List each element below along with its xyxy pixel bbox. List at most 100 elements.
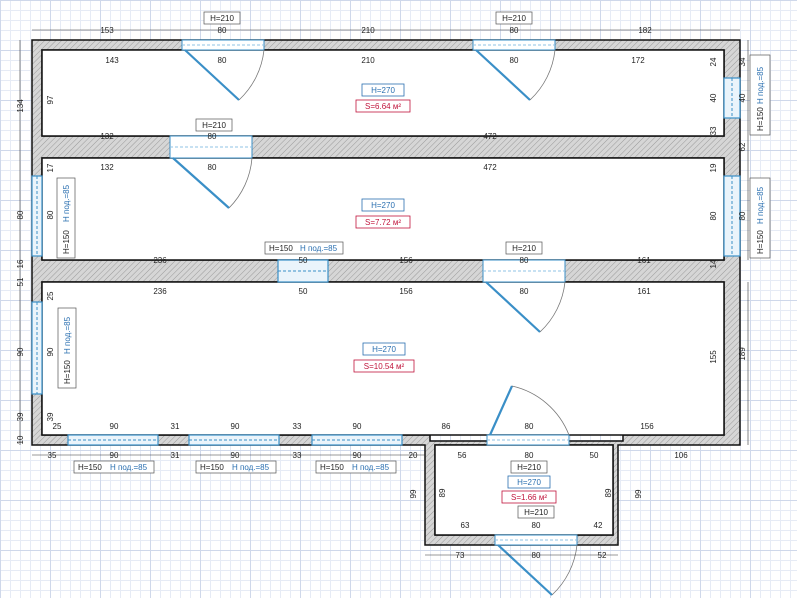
svg-text:H под.=85: H под.=85: [756, 66, 765, 104]
svg-text:99: 99: [634, 489, 643, 498]
door-leaf-4: [485, 281, 541, 333]
svg-text:80: 80: [510, 56, 519, 65]
svg-text:16: 16: [16, 259, 25, 268]
svg-text:236: 236: [153, 287, 167, 296]
svg-text:H=150: H=150: [200, 463, 224, 472]
svg-text:90: 90: [231, 451, 240, 460]
svg-text:17: 17: [46, 163, 55, 172]
svg-text:89: 89: [604, 488, 613, 497]
window-label-bottom-3: H=150 H под.=85: [315, 460, 397, 474]
svg-text:H=270: H=270: [517, 478, 541, 487]
room-floors: [41, 49, 725, 536]
svg-text:H=210: H=210: [210, 14, 234, 23]
svg-text:40: 40: [738, 93, 747, 102]
svg-text:161: 161: [637, 287, 651, 296]
svg-text:S=6.64 м²: S=6.64 м²: [365, 102, 401, 111]
svg-text:H под.=85: H под.=85: [232, 463, 270, 472]
svg-text:H=210: H=210: [512, 244, 536, 253]
svg-text:H=150: H=150: [756, 107, 765, 131]
svg-text:80: 80: [738, 211, 747, 220]
svg-text:25: 25: [46, 291, 55, 300]
svg-text:19: 19: [709, 163, 718, 172]
svg-text:90: 90: [353, 451, 362, 460]
svg-text:33: 33: [709, 126, 718, 135]
svg-text:106: 106: [674, 451, 688, 460]
door-leaf-2: [475, 49, 531, 101]
svg-text:H под.=85: H под.=85: [63, 316, 72, 354]
svg-text:155: 155: [709, 350, 718, 364]
svg-text:H=150: H=150: [269, 244, 293, 253]
svg-text:40: 40: [709, 93, 718, 102]
svg-text:210: 210: [361, 56, 375, 65]
window-label-bottom-1: H=150 H под.=85: [73, 460, 155, 474]
door-leaf-5: [488, 385, 514, 436]
svg-text:90: 90: [110, 422, 119, 431]
svg-text:H=270: H=270: [372, 345, 396, 354]
svg-text:134: 134: [16, 99, 25, 113]
svg-text:90: 90: [46, 347, 55, 356]
window-labels: H=150 H под.=85 H=150 H под.=85 H=150 H …: [56, 54, 771, 474]
svg-text:H=150: H=150: [62, 230, 71, 254]
svg-text:10: 10: [16, 435, 25, 444]
svg-text:31: 31: [171, 422, 180, 431]
svg-text:H=210: H=210: [502, 14, 526, 23]
svg-text:80: 80: [532, 521, 541, 530]
svg-text:90: 90: [231, 422, 240, 431]
svg-text:80: 80: [520, 287, 529, 296]
door-leaf-3: [172, 157, 230, 209]
svg-text:97: 97: [46, 95, 55, 104]
svg-text:80: 80: [208, 132, 217, 141]
svg-text:161: 161: [637, 256, 651, 265]
room-labels: H=270 S=6.64 м² H=270 S=7.72 м² H=270 S=…: [353, 83, 557, 504]
svg-text:S=1.66 м²: S=1.66 м²: [511, 493, 547, 502]
svg-text:80: 80: [532, 551, 541, 560]
svg-text:80: 80: [520, 256, 529, 265]
svg-text:H=150: H=150: [756, 230, 765, 254]
dimension-texts: 153 80 210 80 182 143 80 210 80 172 132 …: [16, 26, 747, 560]
svg-text:236: 236: [153, 256, 167, 265]
svg-text:73: 73: [456, 551, 465, 560]
svg-text:33: 33: [293, 422, 302, 431]
room-3-floor: [41, 281, 725, 436]
svg-text:86: 86: [442, 422, 451, 431]
svg-text:210: 210: [361, 26, 375, 35]
svg-text:H=150: H=150: [320, 463, 344, 472]
svg-text:H=270: H=270: [371, 86, 395, 95]
svg-text:99: 99: [409, 489, 418, 498]
svg-text:80: 80: [46, 210, 55, 219]
svg-text:80: 80: [16, 210, 25, 219]
svg-text:80: 80: [709, 211, 718, 220]
svg-text:50: 50: [299, 287, 308, 296]
svg-text:143: 143: [105, 56, 119, 65]
svg-text:H под.=85: H под.=85: [756, 186, 765, 224]
doors: [169, 39, 578, 596]
svg-text:H=210: H=210: [524, 508, 548, 517]
svg-text:132: 132: [100, 132, 114, 141]
svg-text:156: 156: [640, 422, 654, 431]
room-1-label: H=270 S=6.64 м²: [355, 83, 411, 113]
window-label-right-2: H=150 H под.=85: [749, 177, 771, 259]
svg-text:24: 24: [709, 57, 718, 66]
svg-text:50: 50: [590, 451, 599, 460]
svg-text:35: 35: [48, 451, 57, 460]
svg-text:62: 62: [738, 142, 747, 151]
svg-text:156: 156: [399, 287, 413, 296]
svg-text:89: 89: [438, 488, 447, 497]
room-4-label: H=270 S=1.66 м²: [501, 475, 557, 504]
svg-text:189: 189: [738, 347, 747, 361]
svg-text:80: 80: [218, 26, 227, 35]
svg-text:39: 39: [46, 412, 55, 421]
svg-text:H под.=85: H под.=85: [62, 184, 71, 222]
svg-text:42: 42: [594, 521, 603, 530]
window-label-top-mid: H=150 H под.=85: [264, 241, 344, 255]
svg-text:80: 80: [218, 56, 227, 65]
svg-text:90: 90: [16, 347, 25, 356]
svg-text:H под.=85: H под.=85: [300, 244, 338, 253]
svg-text:S=10.54 м²: S=10.54 м²: [364, 362, 405, 371]
window-label-bottom-2: H=150 H под.=85: [195, 460, 277, 474]
door-height-labels: H=210 H=210 H=210 H=210 H=210 H=210: [195, 11, 555, 519]
svg-text:52: 52: [598, 551, 607, 560]
svg-text:20: 20: [409, 451, 418, 460]
svg-text:50: 50: [299, 256, 308, 265]
